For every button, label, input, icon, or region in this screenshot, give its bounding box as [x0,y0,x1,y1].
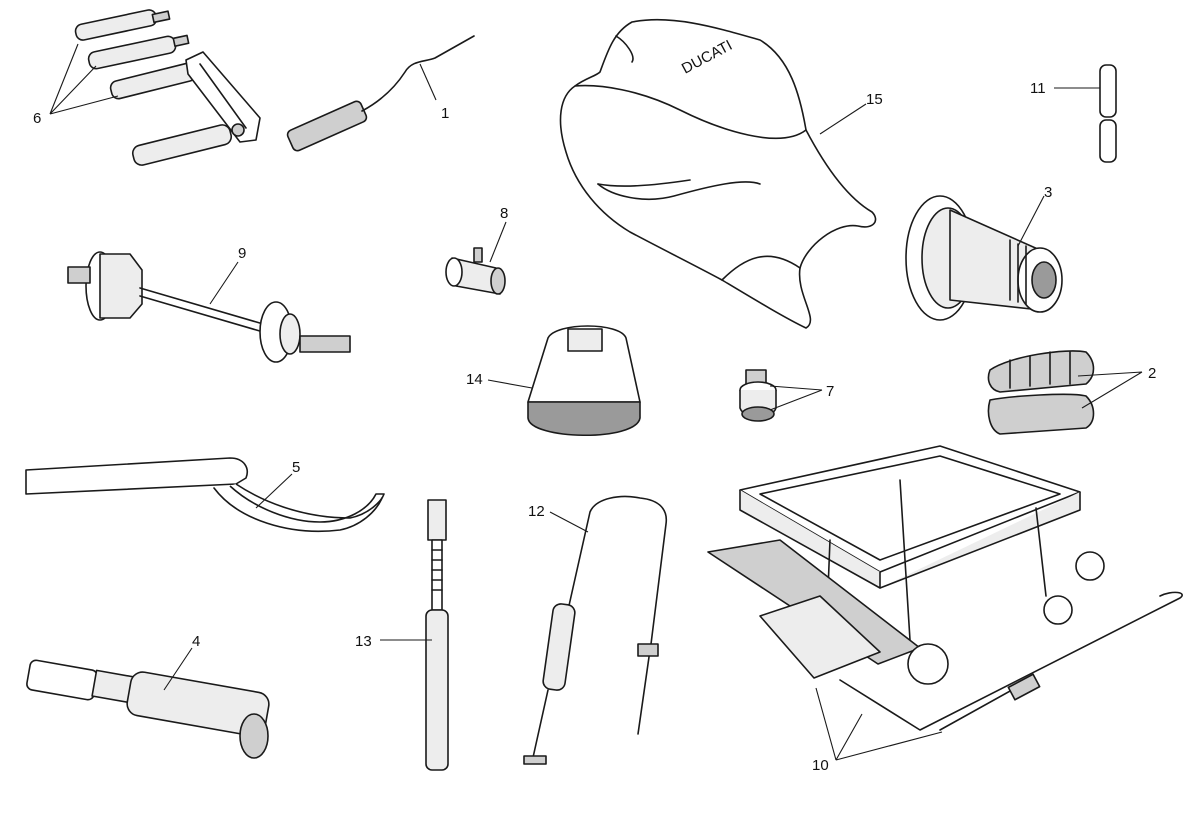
callout-14: 14 [466,371,483,388]
callout-4: 4 [192,633,200,650]
leader-12 [549,511,589,533]
callout-11: 11 [1030,80,1046,97]
tool-5-spanner [25,457,385,533]
tool-3-flanged-bushing [905,195,1063,321]
callout-7: 7 [826,383,834,400]
callout-8: 8 [500,205,508,222]
leader-5 [255,473,293,509]
leader-6 [49,43,119,115]
callout-12: 12 [528,503,545,520]
tool-10-stand [707,445,1183,731]
tool-14-socket [527,325,641,437]
tool-8-sleeve [445,247,506,295]
tool-6-pin-set [74,9,261,166]
leader-2 [1077,371,1143,409]
callout-labels: 1 2 3 4 5 6 7 8 9 10 11 12 13 14 15 [33,80,1156,774]
tool-2-split-bushing [987,350,1095,435]
leader-4 [163,647,193,691]
callout-9: 9 [238,245,246,262]
tool-7-adapter [739,369,777,422]
leader-14 [487,379,533,389]
leader-9 [209,261,239,305]
tool-12-gauge [523,495,668,765]
leader-1 [419,63,437,101]
callout-2: 2 [1148,365,1156,382]
leader-7 [769,385,823,411]
callout-10: 10 [812,757,829,774]
tool-15-seat-cover: DUCATI [559,18,877,329]
leader-8 [489,221,507,263]
callout-6: 6 [33,110,41,127]
callout-5: 5 [292,459,300,476]
callout-3: 3 [1044,184,1052,201]
leader-10 [815,687,943,761]
tool-13-tester [425,499,449,771]
callout-13: 13 [355,633,372,650]
callout-15: 15 [866,91,883,108]
tool-11-pins [1099,64,1117,163]
tool-9-puller [67,251,351,363]
leader-lines [49,43,1143,761]
tool-1-hook-probe [286,35,475,152]
leader-15 [819,103,867,135]
callout-1: 1 [441,105,449,122]
leader-3 [1017,195,1045,247]
tool-4-drift [26,659,270,759]
